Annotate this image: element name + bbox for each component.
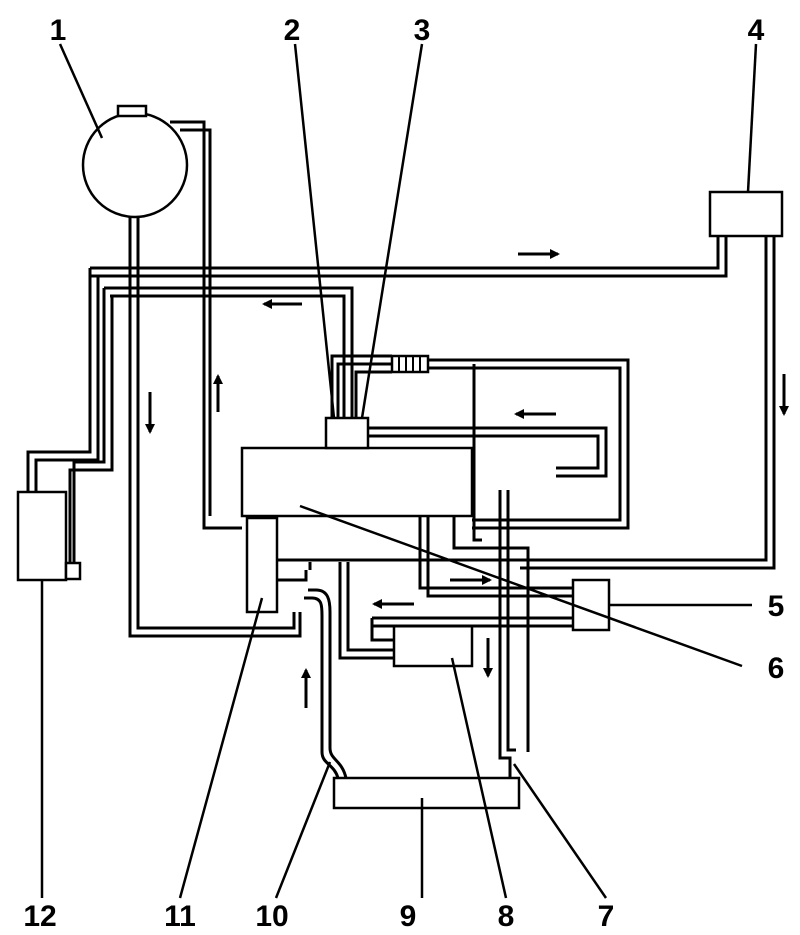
label-12: 12 [23,900,56,933]
label-7: 7 [598,900,615,933]
component-12-box [16,490,68,582]
flow-arrows [145,249,789,708]
label-6: 6 [768,652,785,685]
component-11-box [245,516,279,614]
label-10: 10 [255,900,288,933]
label-3: 3 [414,14,431,47]
component-8-box [392,624,474,668]
label-1: 1 [50,14,67,47]
hose-clamp-coil [390,354,430,374]
label-8: 8 [498,900,515,933]
number-labels: 1 2 3 4 5 6 7 8 9 10 11 12 [23,14,784,933]
engine-block [240,446,474,518]
connector-block [324,416,370,450]
leader-lines [40,43,758,899]
component-4-box [708,190,784,238]
component-12-connector [64,561,82,581]
label-2: 2 [284,14,301,47]
label-11: 11 [164,900,196,933]
component-5-box [571,578,611,632]
label-5: 5 [768,590,785,623]
label-9: 9 [400,900,417,933]
expansion-tank [81,104,189,219]
radiator [332,776,521,810]
label-4: 4 [748,14,765,47]
